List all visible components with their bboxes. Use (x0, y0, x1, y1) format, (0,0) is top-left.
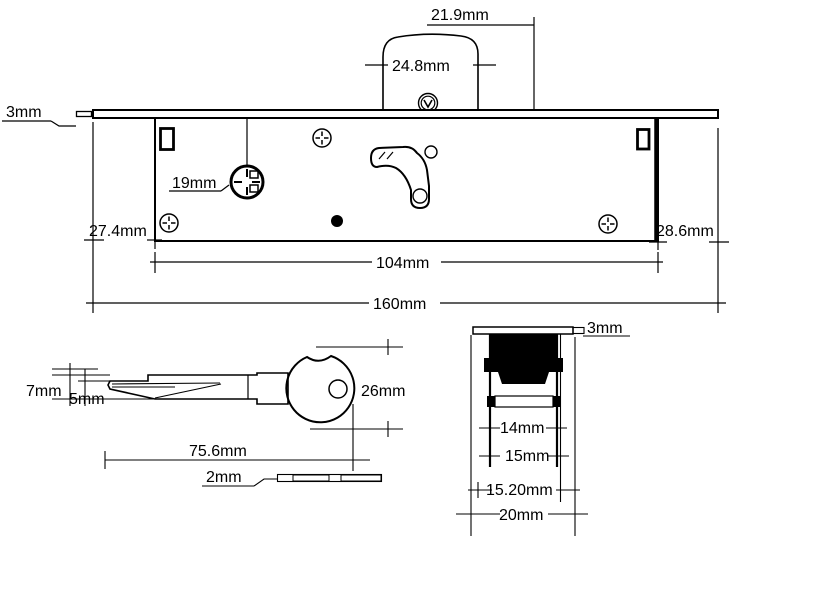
dim-label: 26mm (361, 383, 405, 400)
dim-bow-diameter: 26mm (310, 339, 405, 437)
lever-hatch-tick (378, 151, 386, 160)
dim-label: 20mm (499, 507, 543, 524)
lock-front-view: 21.9mm 24.8mm 3mm 19mm 27.4mm (2, 7, 729, 313)
key-bow-outline (285, 354, 356, 424)
pivot-hole (424, 145, 438, 159)
dim-label: 15mm (505, 448, 549, 465)
phillips-screw-icon-bottom-left (159, 213, 179, 233)
dim-case-length: 104mm (150, 252, 663, 273)
dim-label: 14mm (500, 420, 544, 437)
dim-faceplate-length: 160mm (86, 296, 726, 313)
latch-lever-hole (412, 188, 428, 204)
keyhole-cam-icon (229, 164, 265, 200)
section-faceplate-tab (572, 326, 585, 335)
dim-faceplate-thickness: 3mm (2, 104, 76, 127)
key-edge-view (276, 473, 383, 483)
cylinder-housing-outline (382, 33, 479, 111)
section-key-bar (494, 395, 554, 408)
key-plan-view: 7mm 5mm 26mm 75.6mm 2mm (26, 339, 405, 487)
dim-label: 19mm (172, 175, 216, 192)
dim-label: 2mm (206, 469, 242, 486)
dim-keyhole: 19mm (169, 175, 230, 192)
lock-case (154, 117, 659, 242)
key-blade-groove (111, 382, 221, 385)
dim-section-20: 20mm (456, 507, 588, 524)
cutout-right (636, 128, 651, 151)
dim-label: 104mm (376, 255, 429, 272)
dim-key-thickness: 2mm (202, 469, 277, 487)
dim-left-offset: 27.4mm (84, 122, 162, 313)
phillips-screw-icon-bottom-right (598, 214, 618, 234)
phillips-screw-icon-top (312, 128, 332, 148)
cylinder-screw-slot-icon (423, 99, 433, 109)
dim-section-15: 15mm (479, 448, 569, 465)
faceplate-end-tab (75, 110, 93, 118)
dim-section-1520: 15.20mm (468, 482, 580, 499)
key-edge-hatch (292, 474, 330, 482)
dim-label: 27.4mm (89, 223, 147, 240)
dim-label: 21.9mm (431, 7, 489, 24)
section-faceplate (472, 326, 574, 335)
dim-label: 24.8mm (392, 58, 450, 75)
section-cylinder-body (484, 334, 563, 384)
key-blade-outline (107, 372, 289, 405)
dim-cylinder-width: 24.8mm (365, 58, 496, 75)
dim-right-offset: 28.6mm (649, 128, 729, 313)
dim-cylinder-offset: 21.9mm (427, 7, 535, 110)
section-key-bar-end (553, 396, 561, 407)
latch-lever-outline (369, 145, 430, 210)
lever-hatch-tick (386, 151, 394, 160)
faceplate (92, 109, 719, 119)
dim-label: 15.20mm (486, 482, 553, 499)
dim-section-plate-thickness: 3mm (583, 320, 630, 337)
key-edge-hatch (340, 474, 382, 482)
key-edge-outline (276, 473, 383, 483)
latch-lever (369, 145, 430, 210)
dim-label: 160mm (373, 296, 426, 313)
key-blade-groove (154, 383, 222, 399)
section-key-bar-end (487, 396, 495, 407)
dim-section-14: 14mm (479, 420, 567, 437)
dim-label: 28.6mm (656, 223, 714, 240)
key-bow-hole (328, 379, 348, 399)
dim-label: 5mm (69, 391, 105, 408)
dim-key-length: 75.6mm (104, 404, 370, 471)
fixing-hole-dot (331, 215, 343, 227)
lock-section-view: 3mm 14mm 15mm 15.20mm 20mm (456, 320, 630, 536)
section-cylinder-notch (491, 335, 507, 350)
cutout-left (159, 127, 175, 151)
dim-label: 7mm (26, 383, 62, 400)
dim-label: 75.6mm (189, 443, 247, 460)
dim-key-tip: 7mm 5mm (26, 363, 155, 408)
dim-label: 3mm (6, 104, 42, 121)
dim-label: 3mm (587, 320, 623, 337)
section-cylinder-notch (540, 335, 556, 350)
